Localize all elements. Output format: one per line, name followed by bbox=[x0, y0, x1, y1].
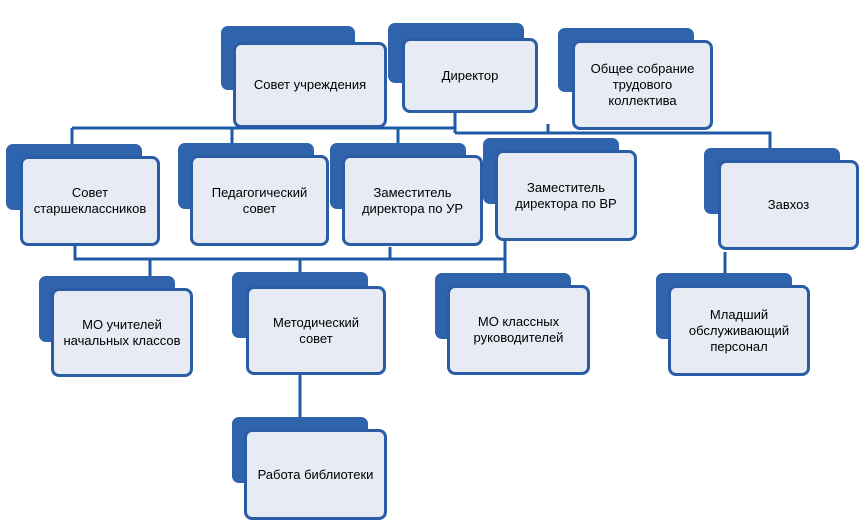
node-library-label: Работа библиотеки bbox=[244, 429, 387, 520]
node-zavhoz-label: Завхоз bbox=[718, 160, 859, 250]
node-deputy-vr-label: Заместитель директора по ВР bbox=[495, 150, 637, 241]
node-method-council: Методический совет bbox=[232, 272, 386, 375]
node-mo-primary-label: МО учителей начальных классов bbox=[51, 288, 193, 377]
node-deputy-vr: Заместитель директора по ВР bbox=[483, 138, 637, 241]
node-senior-council: Совет старшеклассников bbox=[6, 144, 160, 246]
node-library: Работа библиотеки bbox=[232, 417, 387, 520]
node-director: Директор bbox=[388, 23, 538, 113]
node-zavhoz: Завхоз bbox=[704, 148, 859, 250]
node-mo-class: МО классных руководителей bbox=[435, 273, 590, 375]
node-deputy-ur: Заместитель директора по УР bbox=[330, 143, 483, 246]
node-junior-staff-label: Младший обслуживающий персонал bbox=[668, 285, 810, 376]
node-ped-council-label: Педагогический совет bbox=[190, 155, 329, 246]
connector-right-bus bbox=[455, 131, 772, 148]
node-ped-council: Педагогический совет bbox=[178, 143, 329, 246]
node-mo-primary: МО учителей начальных классов bbox=[39, 276, 193, 377]
node-general-meeting: Общее собрание трудового коллектива bbox=[558, 28, 713, 130]
node-general-meeting-label: Общее собрание трудового коллектива bbox=[572, 40, 713, 130]
connector-deputy-vr bbox=[388, 240, 507, 259]
node-council-label: Совет учреждения bbox=[233, 42, 387, 128]
node-council: Совет учреждения bbox=[221, 26, 387, 128]
node-senior-council-label: Совет старшеклассников bbox=[20, 156, 160, 246]
node-director-label: Директор bbox=[402, 38, 538, 113]
node-mo-class-label: МО классных руководителей bbox=[447, 285, 590, 375]
node-junior-staff: Младший обслуживающий персонал bbox=[656, 273, 810, 376]
connector-mid-bus bbox=[73, 245, 507, 278]
node-method-council-label: Методический совет bbox=[246, 286, 386, 375]
node-deputy-ur-label: Заместитель директора по УР bbox=[342, 155, 483, 246]
